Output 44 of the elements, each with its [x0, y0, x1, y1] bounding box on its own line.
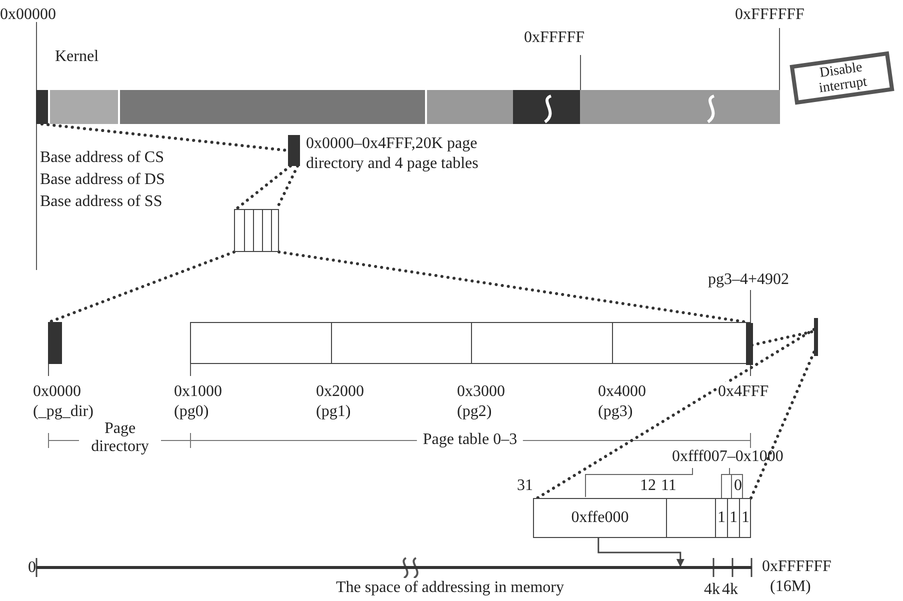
- coordinate-label: 0x4000: [598, 382, 646, 402]
- page-table-block: [234, 209, 279, 252]
- annotation-text: (pg3): [598, 402, 633, 422]
- page-table-bar: [190, 322, 751, 364]
- coordinate-label: 0x2000: [316, 382, 364, 402]
- annotation-text: (_pg_dir): [33, 402, 94, 422]
- coordinate-label: 0xFFFFFF: [762, 557, 832, 577]
- coordinate-label: 0x3000: [457, 382, 505, 402]
- coordinate-label: 0: [28, 558, 36, 578]
- annotation-text: (pg2): [457, 402, 492, 422]
- annotation-text: (pg1): [316, 402, 351, 422]
- size-label: 4k: [722, 580, 738, 600]
- memory-block: [746, 323, 753, 365]
- memory-bar: [36, 90, 780, 124]
- coordinate-label: 0x1000: [174, 382, 222, 402]
- coordinate-label: 0xFFFFFF: [735, 5, 804, 25]
- flag-bit: 1: [739, 499, 751, 537]
- page-directory-block: [48, 322, 62, 364]
- bit-number: 11: [661, 476, 676, 496]
- flag-bit: 1: [715, 499, 727, 537]
- memory-block: [288, 135, 300, 166]
- note-text: 0x0000–0x4FFF,20K page directory and 4 page tables: [306, 134, 480, 174]
- bit-number: 12: [640, 476, 656, 496]
- annotation-text: (pg0): [174, 402, 209, 422]
- note-text: Base address of CS: [40, 148, 164, 168]
- coordinate-label: pg3–4+4902: [708, 270, 790, 290]
- coordinate-label: 0x0000: [33, 382, 81, 402]
- page-table-entry: [533, 498, 751, 538]
- dimension-label: Page directory: [79, 420, 161, 456]
- memory-address-line: [36, 566, 752, 569]
- note-text: Base address of SS: [40, 192, 162, 212]
- notice-text: Disable interrupt: [817, 59, 869, 98]
- memory-block: [814, 318, 818, 356]
- coordinate-label: 0xFFFFF: [524, 28, 584, 48]
- flag-bit: 1: [727, 499, 739, 537]
- address-value: 0xffe000: [570, 508, 630, 528]
- segment-label: Kernel: [55, 47, 99, 67]
- size-label: 4k: [704, 580, 720, 600]
- bit-number: 31: [517, 476, 533, 496]
- dimension-label: Page table 0–3: [416, 430, 524, 450]
- note-text: Base address of DS: [40, 170, 165, 190]
- address-label: 0xfff007–0x1000: [672, 447, 784, 467]
- size-label: (16M): [770, 577, 811, 597]
- coordinate-label: 0x00000: [0, 5, 56, 25]
